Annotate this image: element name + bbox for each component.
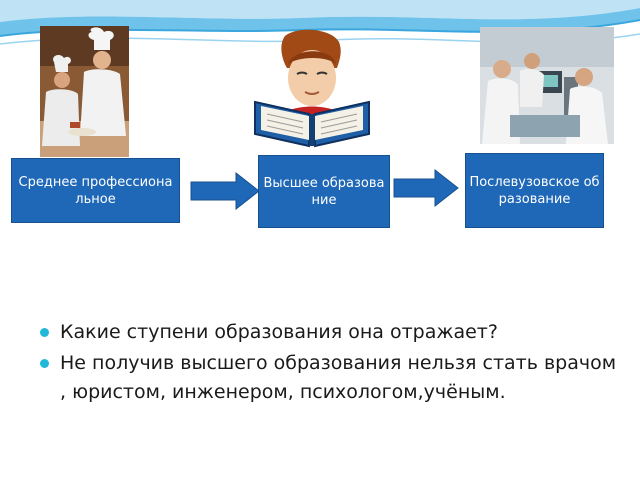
step-secondary-vocational-box: Среднее профессиональное [11,158,180,223]
bullet-dot-icon [40,359,49,368]
bullet-item: Какие ступени образования она отражает? [38,318,628,347]
doctors-photo [480,27,614,144]
bullet-item: Не получив высшего образования нельзя ст… [38,349,628,407]
chefs-photo [40,26,129,157]
step-label: Среднее профессиональное [18,174,173,207]
bullet-text: Какие ступени образования она отражает? [60,321,498,343]
step-label: Послевузовское образование [469,174,600,207]
bullet-list: Какие ступени образования она отражает? … [38,318,628,409]
arrow-right-icon [190,172,260,210]
reader-with-book-icon [247,28,377,148]
step-label: Высшее образование [263,175,385,208]
step-postgraduate-education-box: Послевузовское образование [465,153,604,228]
bullet-dot-icon [40,328,49,337]
step-higher-education-box: Высшее образование [258,155,390,228]
arrow-right-icon [393,169,459,207]
bullet-text: Не получив высшего образования нельзя ст… [60,352,617,403]
